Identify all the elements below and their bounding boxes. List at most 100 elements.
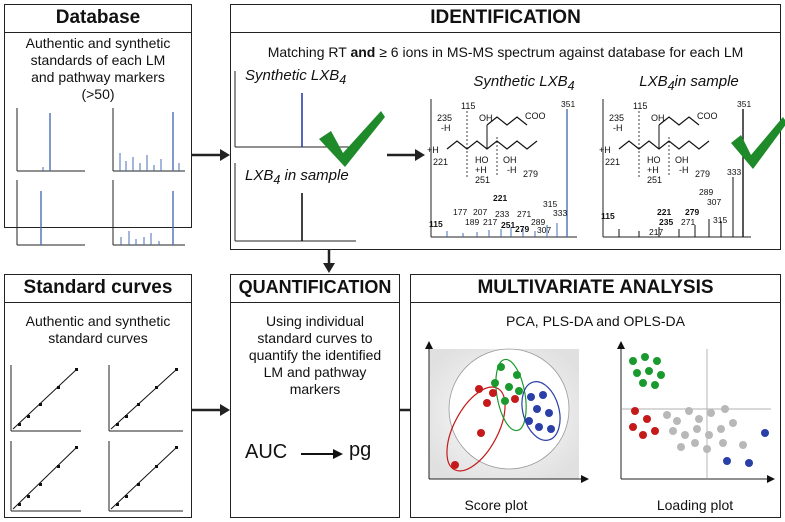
peak-label: 207 [473,207,487,217]
loading-points [629,353,769,467]
score-points [451,363,555,469]
blue-group-ellipse [521,381,561,441]
structure-label: OH [651,113,665,123]
arrow-identification-to-quantification [323,249,335,273]
structure-label: +H [599,145,611,155]
identification-panel: IDENTIFICATION Matching RT and ≥ 6 ions … [230,4,785,250]
chrom-synthetic-label: Synthetic LXB4 [245,67,346,89]
chrom-sample-plot [234,163,356,242]
spec-sample-sub: 4 [667,79,675,93]
multivariate-subtitle: PCA, PLS-DA and OPLS-DA [506,313,685,329]
quantification-desc-line-5: markers [289,381,341,397]
quantification-desc-line-1: Using individual [265,313,365,329]
structure-label: 221 [433,157,448,167]
peak-label: 233 [495,209,509,219]
standard-curves-desc-line-1: Authentic and synthetic [25,313,171,329]
peak-label: 351 [561,99,575,109]
identification-title-divider [231,32,780,33]
peak-label: 189 [465,217,479,227]
chrom-synthetic-sub: 4 [339,73,347,87]
peak-label: 115 [429,219,443,229]
spec-sample-label: LXB4in sample [619,73,759,95]
structure-label: 115 [461,101,475,111]
confidence-ellipse [448,348,570,470]
structure-label: 279 [695,169,710,179]
peak-label: 279 [685,207,699,217]
standard-curves-desc-line-2: standard curves [48,330,148,346]
peak-label: 271 [517,209,531,219]
chrom-sample-label: LXB4 in sample [245,167,349,189]
standard-curves-panel: Standard curves Authentic and synthetic … [4,274,192,518]
structure-label: OH [479,113,493,123]
structure-label: HO [475,155,489,165]
quantification-desc-line-3: quantify the identified [248,347,382,363]
spec-sample-label-text: LXB [639,73,668,90]
spec-synthetic-label-text: Synthetic LXB [473,73,568,90]
db-chromatogram-1 [16,108,85,172]
structure-label: HO [647,155,661,165]
arrow-standard-curves-to-quantification [192,404,230,416]
quantification-desc: Using individual standard curves to quan… [233,313,397,398]
peak-label: 333 [727,167,741,177]
peak-label: 289 [699,187,713,197]
db-chromatogram-3 [16,180,85,246]
db-chromatogram-2 [112,108,185,172]
quantification-title: QUANTIFICATION [238,277,392,297]
multivariate-title: MULTIVARIATE ANALYSIS [477,277,714,298]
loading-plot-caption: Loading plot [656,497,734,513]
multivariate-panel: MULTIVARIATE ANALYSIS PCA, PLS-DA and OP… [410,274,781,518]
identification-desc-prefix: Matching RT [267,44,351,60]
identification-title: IDENTIFICATION [430,7,581,28]
database-desc-line-4: (>50) [81,86,115,102]
quantification-desc-line-2: standard curves to [257,330,373,346]
quantification-panel: QUANTIFICATION Using individual standard… [230,274,400,518]
peak-label: 217 [649,227,663,237]
database-desc-line-2: standards of each LM [30,52,166,68]
arrow-database-to-identification [192,149,230,161]
check-icon [731,117,785,169]
standard-curves-title-divider [5,302,191,303]
peak-label: 235 [659,217,673,227]
structure-label: -H [613,123,623,133]
peak-label: 221 [657,207,671,217]
structure-label: -H [679,165,689,175]
structure-label: +H [647,165,659,175]
database-desc-line-1: Authentic and synthetic [25,35,171,51]
pg-label: pg [349,439,372,461]
loading-plot [617,341,775,483]
standard-curve-plots [10,365,183,512]
structure-label: 221 [605,157,620,167]
std-curve-4 [108,441,183,512]
peak-label: 351 [737,99,751,109]
spec-synthetic-plot: 351 115 177 189 207 217 221 233 251 279 … [429,99,577,238]
structure-label: -H [507,165,517,175]
chrom-sample-label-text: LXB [245,167,274,184]
multivariate-title-divider [411,302,780,303]
quantification-title-divider [231,302,399,303]
peak-label: 279 [515,224,529,234]
arrow-right-icon [301,449,343,459]
score-plot [425,341,589,483]
structure-label: OH [503,155,517,165]
lxb4-structure-synthetic: 115 235 -H OH COO +H 221 HO OH +H -H 251… [427,101,546,185]
spec-sample-label-suffix: in sample [674,73,739,90]
structure-label: COO [525,111,546,121]
spec-synthetic-sub: 4 [567,79,575,93]
peak-label: 251 [501,220,515,230]
structure-label: 115 [633,101,647,111]
identification-desc-suffix: ≥ 6 ions in MS-MS spectrum against datab… [375,44,744,60]
structure-label: -H [441,123,451,133]
spec-synthetic-label: Synthetic LXB4 [449,73,599,95]
peak-label: 307 [707,197,721,207]
std-curve-3 [10,441,81,512]
peak-label: 315 [543,199,557,209]
structure-label: +H [475,165,487,175]
database-title: Database [55,7,141,28]
standard-curves-title: Standard curves [23,277,173,298]
green-group-ellipse [495,358,527,432]
peak-label: 333 [553,208,567,218]
score-plot-caption: Score plot [464,497,528,513]
structure-label: OH [675,155,689,165]
arrow-chromatogram-to-spectrum [387,149,425,161]
structure-label: COO [697,111,718,121]
